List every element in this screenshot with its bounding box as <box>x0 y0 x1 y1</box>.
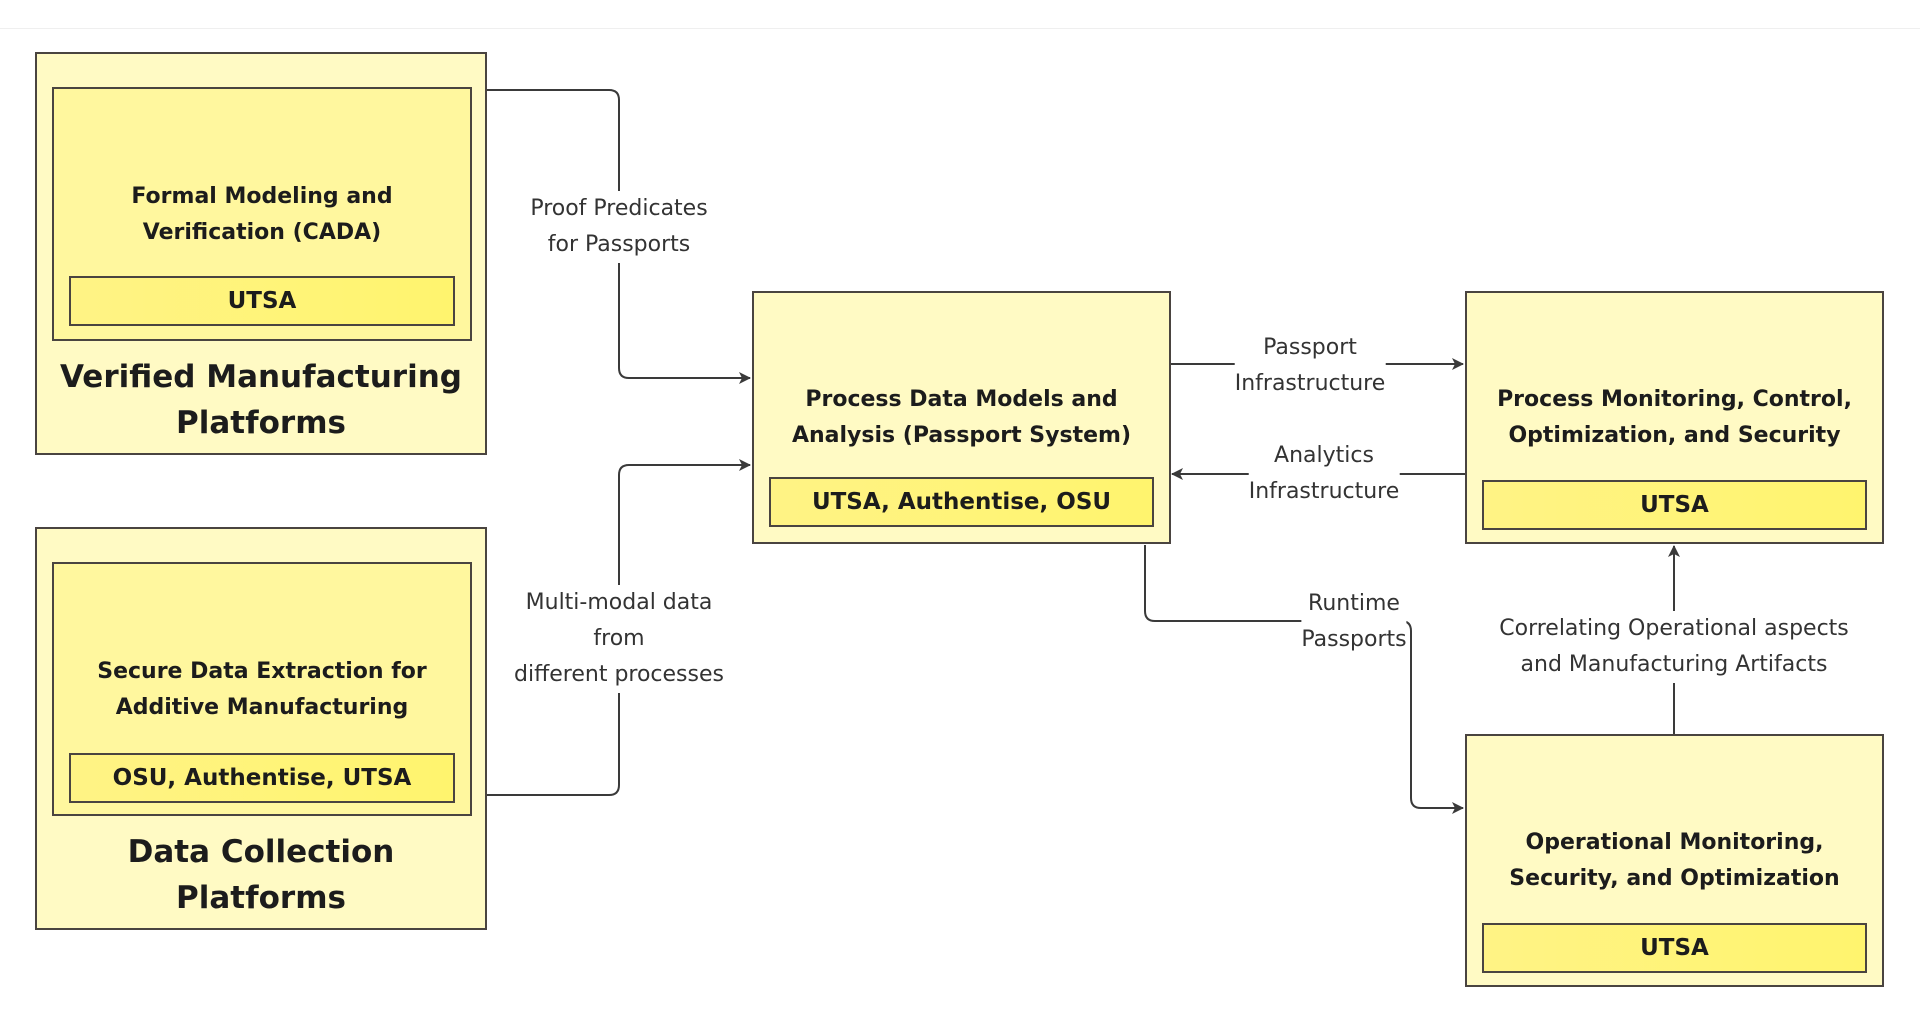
title-line: Verification (CADA) <box>142 220 382 245</box>
title-line: Process Monitoring, Control, <box>1497 387 1852 412</box>
label-line: Passports <box>1301 627 1407 652</box>
label-line: Analytics <box>1274 443 1374 468</box>
label-line: Infrastructure <box>1248 479 1400 504</box>
title-line: Verified Manufacturing <box>60 359 462 395</box>
formal-modeling-component[interactable]: Formal Modeling and Verification (CADA) … <box>52 87 472 341</box>
data-collection-platforms[interactable]: Secure Data Extraction for Additive Manu… <box>35 527 487 930</box>
title-line: Optimization, and Security <box>1508 423 1841 448</box>
label-line: for Passports <box>547 232 691 257</box>
label-line: Infrastructure <box>1234 371 1386 396</box>
secure-data-extraction-title: Secure Data Extraction for Additive Manu… <box>54 654 470 726</box>
partners-badge: UTSA <box>1482 923 1867 973</box>
title-line: Platforms <box>176 880 346 916</box>
process-monitoring-title: Process Monitoring, Control, Optimizatio… <box>1467 382 1882 454</box>
operational-monitoring-title: Operational Monitoring, Security, and Op… <box>1467 825 1882 897</box>
verified-manufacturing-platforms[interactable]: Formal Modeling and Verification (CADA) … <box>35 52 487 455</box>
platform-title: Verified Manufacturing Platforms <box>37 354 485 446</box>
operational-monitoring-node[interactable]: Operational Monitoring, Security, and Op… <box>1465 734 1884 987</box>
label-line: Runtime <box>1308 591 1400 616</box>
title-line: Analysis (Passport System) <box>791 423 1131 448</box>
label-line: and Manufacturing Artifacts <box>1520 652 1828 677</box>
edge-label-runtime-passports: Runtime Passports <box>1301 586 1407 658</box>
title-line: Additive Manufacturing <box>115 695 409 720</box>
title-line: Data Collection <box>127 834 395 870</box>
platform-title: Data Collection Platforms <box>37 829 485 921</box>
label-line: Passport <box>1263 335 1357 360</box>
edge-label-analytics-infrastructure: Analytics Infrastructure <box>1248 438 1400 510</box>
label-line: Proof Predicates <box>530 196 708 221</box>
title-line: Platforms <box>176 405 346 441</box>
label-line: from <box>593 626 645 651</box>
edge-runtime-passports <box>1144 545 1464 814</box>
process-monitoring-node[interactable]: Process Monitoring, Control, Optimizatio… <box>1465 291 1884 544</box>
title-line: Secure Data Extraction for <box>97 659 427 684</box>
title-line: Formal Modeling and <box>131 184 393 209</box>
partners-badge: UTSA, Authentise, OSU <box>769 477 1154 527</box>
title-line: Security, and Optimization <box>1509 866 1840 891</box>
passport-system-node[interactable]: Process Data Models and Analysis (Passpo… <box>752 291 1171 544</box>
formal-modeling-title: Formal Modeling and Verification (CADA) <box>54 179 470 251</box>
top-divider <box>0 0 1920 29</box>
label-line: Multi-modal data <box>525 590 713 615</box>
title-line: Operational Monitoring, <box>1525 830 1824 855</box>
edge-label-multimodal-data: Multi-modal data from different processe… <box>514 585 724 693</box>
label-line: different processes <box>514 662 724 687</box>
passport-system-title: Process Data Models and Analysis (Passpo… <box>754 382 1169 454</box>
title-line: Process Data Models and <box>805 387 1118 412</box>
edge-label-correlating-artifacts: Correlating Operational aspects and Manu… <box>1499 611 1849 683</box>
edge-label-proof-predicates: Proof Predicates for Passports <box>530 191 708 263</box>
secure-data-extraction-component[interactable]: Secure Data Extraction for Additive Manu… <box>52 562 472 816</box>
partners-badge: UTSA <box>1482 480 1867 530</box>
partners-badge: OSU, Authentise, UTSA <box>69 753 455 803</box>
label-line: Correlating Operational aspects <box>1499 616 1849 641</box>
edge-label-passport-infrastructure: Passport Infrastructure <box>1234 330 1386 402</box>
partners-badge: UTSA <box>69 276 455 326</box>
